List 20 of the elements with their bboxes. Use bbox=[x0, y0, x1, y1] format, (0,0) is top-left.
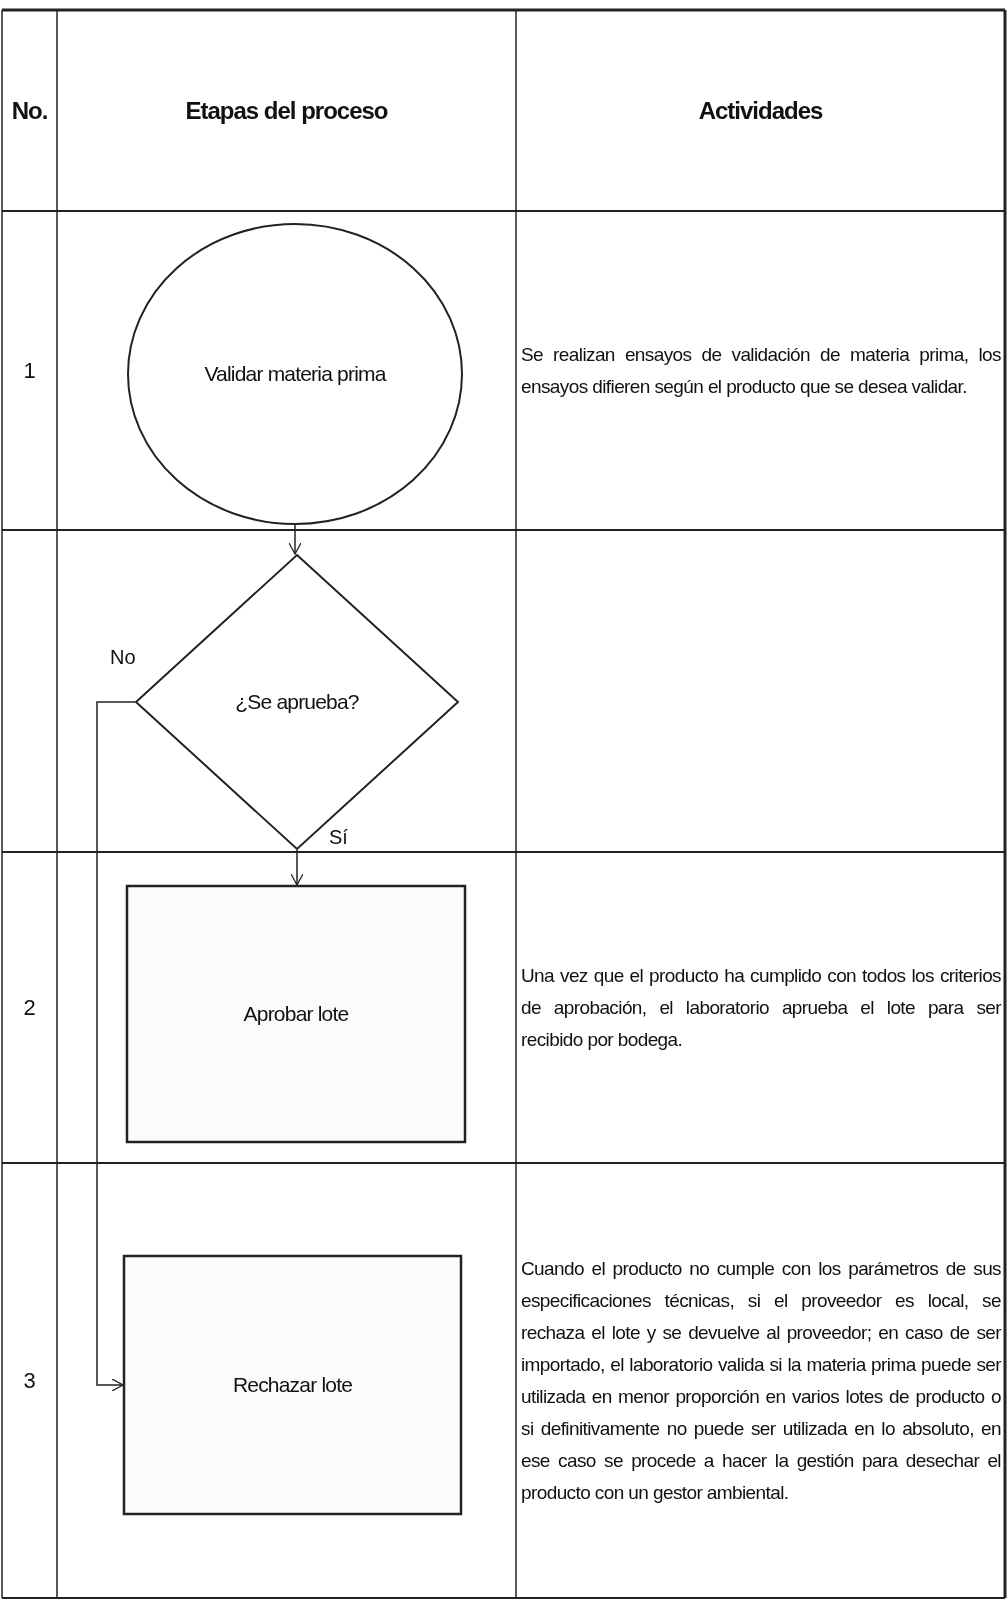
arrow bbox=[290, 849, 304, 886]
column-header: Actividades bbox=[698, 96, 823, 125]
decision-diamond bbox=[135, 554, 459, 850]
column-header: Etapas del proceso bbox=[185, 96, 388, 125]
process-box bbox=[126, 885, 466, 1143]
start-ellipse bbox=[127, 223, 463, 525]
process-box bbox=[123, 1255, 462, 1515]
step-number: 1 bbox=[23, 357, 36, 384]
node-label: ¿Se aprueba? bbox=[234, 690, 360, 714]
step-number: 3 bbox=[23, 1367, 36, 1394]
activity-text: Una vez que el producto ha cumplido con todos los criterios de aprobación, el laboratorio aprueba el lote para ser recibido por bodega. bbox=[521, 963, 1001, 1052]
node-label: Aprobar lote bbox=[242, 1002, 350, 1026]
activity-text: Se realizan ensayos de validación de materia prima, los ensayos difieren según el producto que se desea validar. bbox=[521, 342, 1001, 399]
node-label: Validar materia prima bbox=[203, 362, 388, 386]
node-label: Rechazar lote bbox=[231, 1373, 354, 1397]
activity-text: Cuando el producto no cumple con los parámetros de sus especificaciones técnicas, si el proveedor es local, se rechaza el lote y se devuelve al proveedor; en caso de ser importado, el laboratorio valida si la materia prima puede ser utilizada en menor proporción en varios lotes de producto o si definitivamente no puede ser utilizada en lo absoluto, en ese caso se procede a hacer la gestión para desechar el producto con un gestor ambiental. bbox=[521, 1256, 1001, 1505]
arrow bbox=[288, 524, 302, 555]
arrow bbox=[96, 701, 136, 1392]
column-header: No. bbox=[11, 96, 48, 125]
step-number: 2 bbox=[23, 994, 36, 1021]
